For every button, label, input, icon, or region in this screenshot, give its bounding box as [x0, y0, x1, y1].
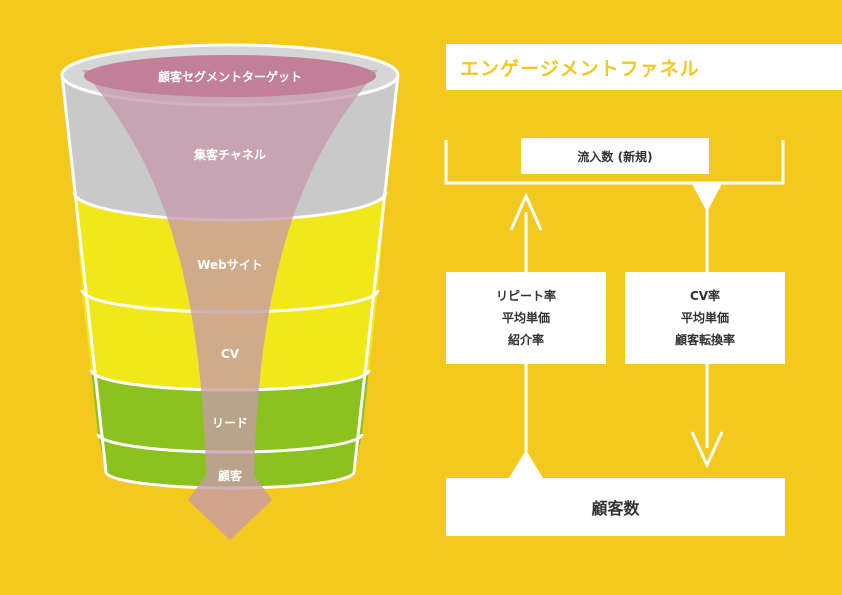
funnel-label-stage-1: 集客チャネル: [193, 147, 266, 162]
funnel-label-target: 顧客セグメントターゲット: [158, 69, 302, 84]
customers-up-triangle: [509, 450, 543, 478]
funnel-outline: [60, 74, 400, 473]
left-metrics-box: リピート率 平均単価 紹介率: [446, 272, 606, 364]
left-metric: リピート率: [495, 289, 556, 303]
arrow-up-head: [509, 192, 543, 231]
inflow-bracket: [444, 140, 785, 185]
inflow-box: 流入数 (新規): [521, 138, 709, 174]
right-metrics-box: CV率 平均単価 顧客転換率: [625, 272, 785, 364]
funnel-label-stage-5: 顧客: [218, 468, 243, 483]
funnel-label-stage-2: Webサイト: [197, 258, 263, 272]
funnel-label-stage-4: リード: [212, 416, 248, 430]
target-ellipse: [84, 55, 376, 97]
funnel-label-stage-3: CV: [221, 347, 240, 361]
left-metric: 平均単価: [501, 311, 550, 325]
right-metric: CV率: [689, 289, 721, 303]
target-flow-shape: [82, 70, 378, 540]
arrow-down-head: [690, 431, 724, 469]
right-metric: 顧客転換率: [674, 333, 735, 347]
panel-title: エンゲージメントファネル: [446, 44, 842, 90]
bracket-down-triangle: [692, 184, 722, 212]
left-metric: 紹介率: [507, 333, 544, 347]
customers-box: 顧客数: [446, 478, 785, 536]
right-metric: 平均単価: [680, 311, 729, 325]
